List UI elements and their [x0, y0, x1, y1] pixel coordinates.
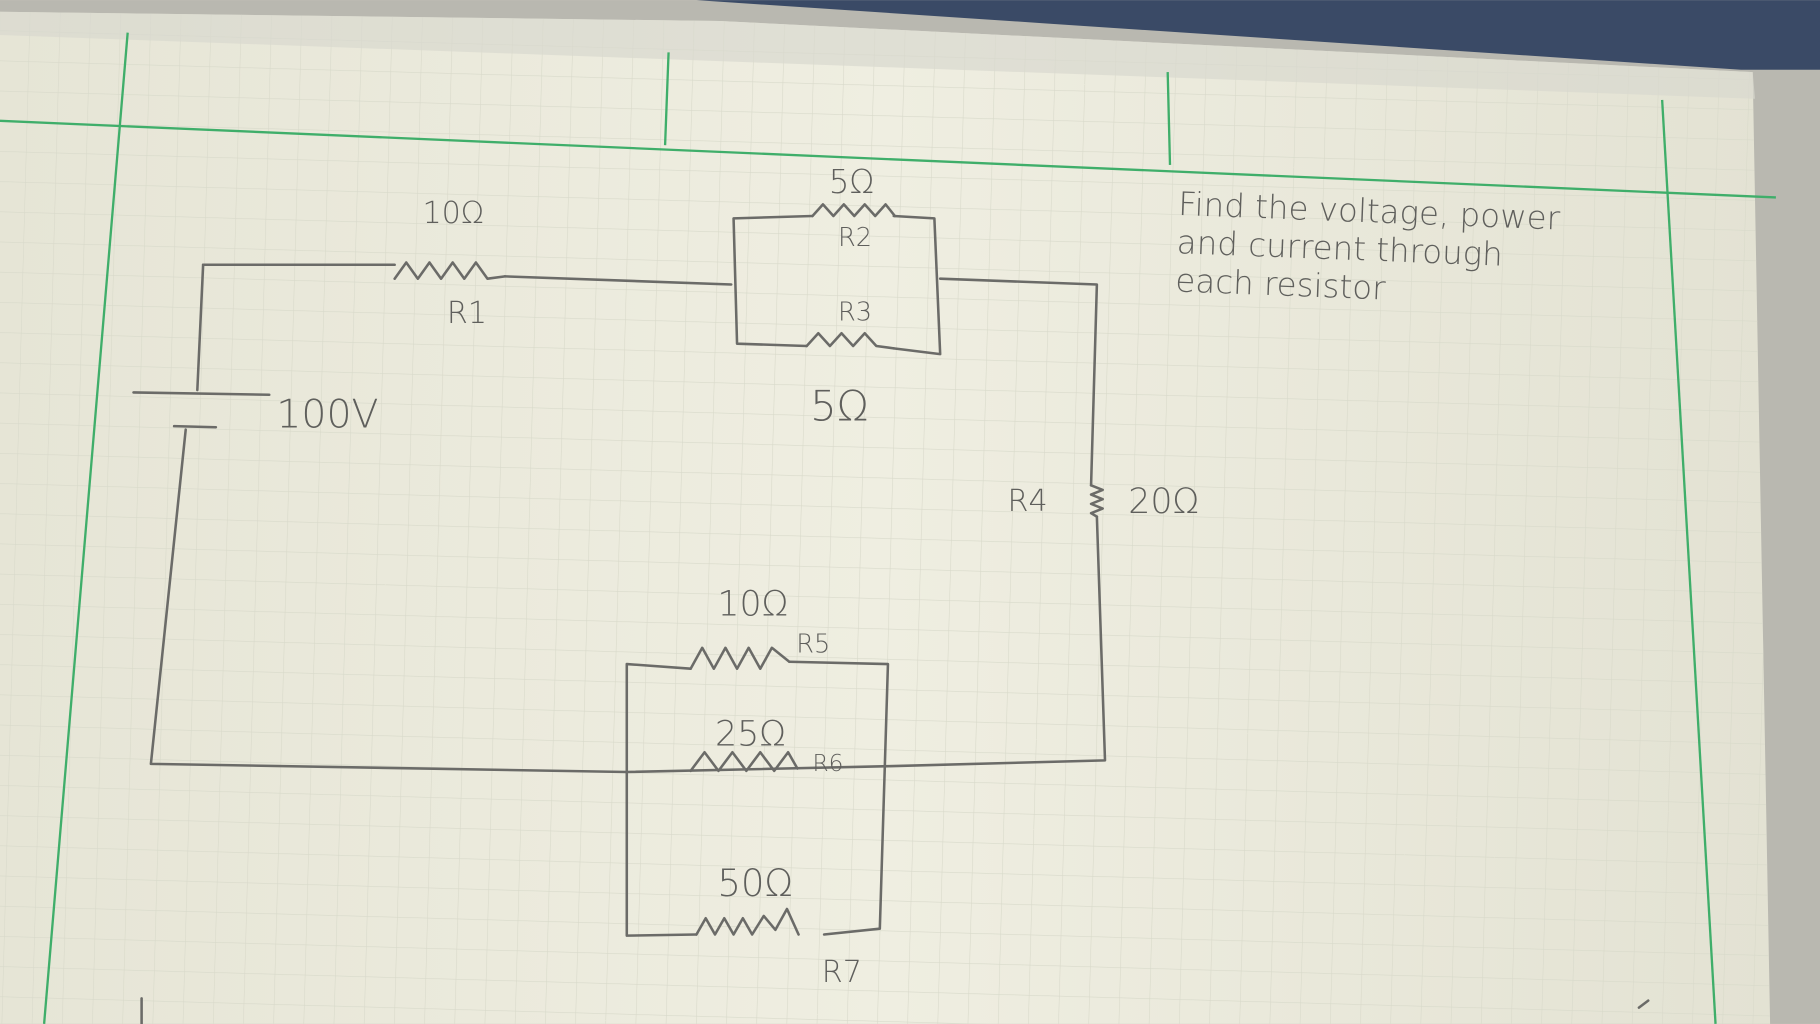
battery-symbol	[132, 391, 271, 429]
resistor-r2-symbol	[811, 203, 897, 218]
grid	[0, 11, 1771, 1024]
r3-label: R3	[838, 297, 872, 327]
r4-value: 20Ω	[1128, 482, 1199, 522]
r7-value: 50Ω	[717, 862, 793, 905]
r6-value: 25Ω	[715, 714, 786, 754]
problem-statement: Find the voltage, power and current thro…	[1175, 185, 1562, 308]
resistor-r4-symbol	[1089, 484, 1104, 518]
r1-label: R1	[447, 296, 487, 331]
r6-label: R6	[813, 750, 844, 777]
bottom-marks	[140, 997, 1650, 1024]
r2-label: R2	[838, 223, 872, 253]
r1-value: 10Ω	[423, 196, 484, 231]
r7-label: R7	[822, 955, 862, 990]
r5-value: 10Ω	[717, 584, 788, 624]
wires	[149, 214, 1107, 937]
r5-label: R5	[796, 629, 830, 659]
r4-label: R4	[1008, 484, 1048, 519]
source-voltage-label: 100V	[276, 391, 378, 437]
resistor-r3-symbol	[805, 331, 896, 350]
margin-lines	[0, 32, 1776, 1024]
background-dark	[696, 0, 1820, 70]
r2-value: 5Ω	[829, 163, 875, 201]
resistor-r5-symbol	[689, 646, 791, 670]
resistor-r7-symbol	[695, 907, 800, 936]
r3-value: 5Ω	[810, 381, 869, 430]
resistor-r6-symbol	[689, 750, 799, 773]
paper-top-edge	[0, 11, 1755, 99]
resistor-r1-symbol	[393, 261, 507, 280]
problem-line-3: each resistor	[1175, 261, 1387, 307]
